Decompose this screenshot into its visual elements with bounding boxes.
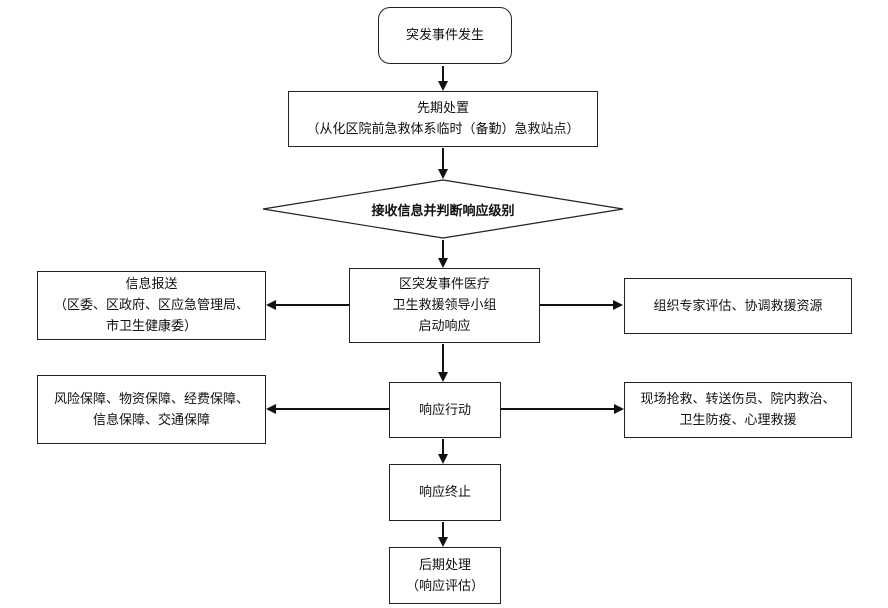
terminate-node: 响应终止	[389, 464, 501, 521]
post-process-line-1: 后期处理	[418, 557, 471, 573]
report-node: 信息报送 （区委、区政府、区应急管理局、 市卫生健康委）	[37, 271, 266, 340]
expert-label: 组织专家评估、协调救援资源	[653, 298, 823, 314]
leader-line-1: 区突发事件医疗	[398, 277, 490, 292]
early-response-title: 先期处置	[416, 101, 469, 116]
leader-line-3: 启动响应	[418, 319, 471, 334]
report-line-2: 市卫生健康委）	[105, 319, 197, 334]
start-label: 突发事件发生	[405, 28, 484, 43]
guarantee-node: 风险保障、物资保障、经费保障、 信息保障、交通保障	[37, 375, 266, 444]
early-response-detail: （从化区院前急救体系临时（备勤）急救站点）	[306, 122, 580, 137]
decision-label: 接收信息并判断响应级别	[371, 203, 515, 219]
start-node: 突发事件发生	[378, 7, 512, 64]
decision-diamond	[262, 179, 624, 239]
early-response-node: 先期处置 （从化区院前急救体系临时（备勤）急救站点）	[288, 91, 598, 147]
leader-line-2: 卫生救援领导小组	[392, 298, 497, 313]
rescue-node: 现场抢救、转送伤员、院内救治、 卫生防疫、心理救援	[624, 382, 852, 438]
expert-node: 组织专家评估、协调救援资源	[624, 278, 852, 334]
post-process-line-2: （响应评估）	[405, 578, 484, 594]
post-process-node: 后期处理 （响应评估）	[389, 547, 501, 604]
report-title: 信息报送	[125, 277, 178, 292]
leader-group-node: 区突发事件医疗 卫生救援领导小组 启动响应	[349, 268, 540, 343]
action-node: 响应行动	[389, 382, 501, 438]
action-label: 响应行动	[418, 402, 471, 418]
terminate-label: 响应终止	[418, 485, 471, 500]
rescue-line-1: 现场抢救、转送伤员、院内救治、	[640, 392, 836, 407]
rescue-line-2: 卫生防疫、心理救援	[679, 413, 797, 428]
guarantee-line-2: 信息保障、交通保障	[92, 412, 210, 428]
report-line-1: （区委、区政府、区应急管理局、	[53, 298, 249, 313]
guarantee-line-1: 风险保障、物资保障、经费保障、	[53, 391, 249, 407]
